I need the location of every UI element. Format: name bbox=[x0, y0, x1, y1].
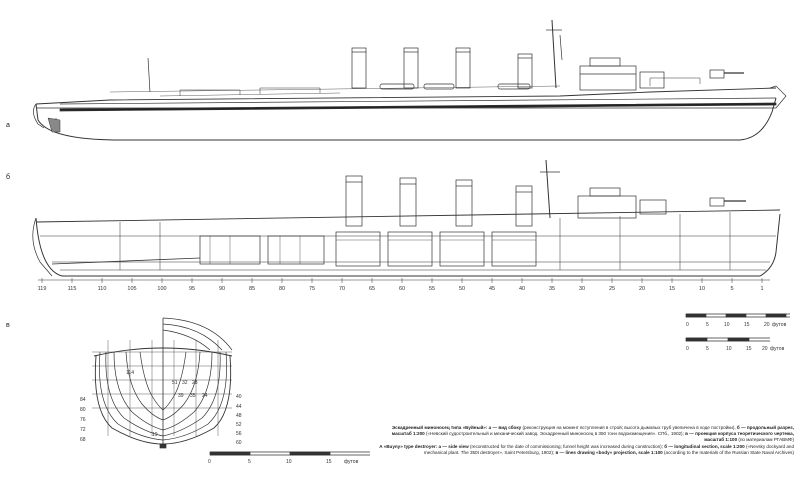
bp-bottom: 19 bbox=[152, 432, 158, 438]
frame-number: 5 bbox=[730, 286, 733, 292]
bp-right-4: 56 bbox=[236, 431, 242, 437]
caption-ru: Эскадренный миноносец типа «Буйный»: а —… bbox=[374, 425, 794, 444]
scale200-tick-1: 5 bbox=[706, 322, 709, 328]
scale200-tick-4: 20 bbox=[764, 322, 770, 328]
caption-en-bold3: в — lines drawing «body» projection, sca… bbox=[555, 449, 663, 455]
frame-number: 105 bbox=[127, 286, 136, 292]
scale100-tick-2: 10 bbox=[286, 459, 292, 465]
frame-number: 25 bbox=[609, 286, 615, 292]
frame-number: 119 bbox=[38, 286, 47, 292]
frame-number: 45 bbox=[489, 286, 495, 292]
caption-en-text3: (according to the materials of the Russi… bbox=[662, 449, 794, 455]
frame-number: 30 bbox=[579, 286, 585, 292]
frame-number: 70 bbox=[339, 286, 345, 292]
frame-number: 10 bbox=[699, 286, 705, 292]
bp-left-1: 80 bbox=[80, 407, 86, 413]
bp-lower-mid-1: 35 bbox=[190, 393, 196, 399]
frame-number: 15 bbox=[669, 286, 675, 292]
caption-ru-bold2: б — продольный разрез, масштаб 1:200 bbox=[391, 425, 794, 437]
bp-upper-left: 114 bbox=[126, 370, 134, 376]
frame-number: 60 bbox=[399, 286, 405, 292]
frame-number: 1 bbox=[760, 286, 763, 292]
frame-number: 80 bbox=[279, 286, 285, 292]
scale100b-tick-3: 15 bbox=[746, 346, 752, 352]
panel-label-c: в bbox=[6, 322, 10, 329]
bp-left-0: 84 bbox=[80, 397, 86, 403]
bp-upper-mid-1: 32 bbox=[182, 380, 188, 386]
scale200-tick-0: 0 bbox=[686, 322, 689, 328]
caption-en-text2: («Nevsky dockyard and mechanical plant. … bbox=[423, 443, 794, 455]
bp-right-5: 60 bbox=[236, 440, 242, 446]
scale200-unit: футов bbox=[772, 322, 787, 328]
frame-number: 55 bbox=[429, 286, 435, 292]
caption-en-bold1: A «Buyny» type destroyer: a — side view bbox=[379, 443, 469, 449]
bp-right-0: 40 bbox=[236, 394, 242, 400]
bp-right-3: 52 bbox=[236, 422, 242, 428]
caption-ru-text2: («Невский судостроительный и механически… bbox=[424, 431, 686, 437]
bp-left-4: 68 bbox=[80, 437, 86, 443]
bp-left-2: 76 bbox=[80, 417, 86, 423]
body-plan-drawing bbox=[92, 317, 233, 449]
frame-number: 20 bbox=[639, 286, 645, 292]
frame-number: 110 bbox=[98, 286, 107, 292]
scale100-tick-0: 0 bbox=[208, 459, 211, 465]
frame-number: 75 bbox=[309, 286, 315, 292]
frame-number: 65 bbox=[369, 286, 375, 292]
bp-right-1: 44 bbox=[236, 404, 242, 410]
frame-number: 50 bbox=[459, 286, 465, 292]
side-view-drawing bbox=[33, 19, 787, 141]
scale200-tick-3: 15 bbox=[744, 322, 750, 328]
frame-number: 100 bbox=[157, 286, 166, 292]
scale100-tick-1: 5 bbox=[248, 459, 251, 465]
scale-bar-200 bbox=[685, 313, 790, 342]
scale-bar-100 bbox=[209, 451, 370, 456]
bp-left-3: 72 bbox=[80, 427, 86, 433]
frame-number: 85 bbox=[249, 286, 255, 292]
body-plan-labels: 84 80 76 72 68 40 44 48 52 56 60 114 51 … bbox=[80, 370, 242, 446]
scale100b-tick-2: 10 bbox=[726, 346, 732, 352]
caption-ru-bold3: в — проекция корпуса теоретического черт… bbox=[685, 431, 794, 443]
figure-caption: Эскадренный миноносец типа «Буйный»: а —… bbox=[374, 425, 794, 456]
panel-label-a: а bbox=[6, 122, 10, 129]
caption-ru-bold1: Эскадренный миноносец типа «Буйный»: а —… bbox=[391, 425, 522, 430]
scale100-tick-3: 15 bbox=[326, 459, 332, 465]
caption-en: A «Buyny» type destroyer: a — side view … bbox=[374, 444, 794, 456]
panel-label-b: б bbox=[6, 174, 11, 181]
frame-number: 40 bbox=[519, 286, 525, 292]
bp-lower-mid-0: 39 bbox=[178, 393, 184, 399]
scale100b-tick-0: 0 bbox=[686, 346, 689, 352]
frame-number: 90 bbox=[219, 286, 225, 292]
caption-ru-text3: (по материалам РГАВМФ) bbox=[737, 437, 794, 443]
scale200-tick-2: 10 bbox=[724, 322, 730, 328]
scale100-unit: футов bbox=[344, 459, 359, 465]
bp-right-2: 48 bbox=[236, 413, 242, 419]
bp-upper-mid-2: 28 bbox=[192, 380, 198, 386]
caption-ru-text1: (реконструкция на момент вступления в ст… bbox=[521, 425, 737, 430]
longitudinal-section-drawing bbox=[32, 159, 781, 281]
frame-number: 115 bbox=[68, 286, 77, 292]
caption-en-text1: (reconstructed for the date of commissio… bbox=[468, 443, 665, 449]
frame-number: 35 bbox=[549, 286, 555, 292]
frame-number: 95 bbox=[189, 286, 195, 292]
caption-en-bold2: б — longitudinal section, scale 1:200 bbox=[664, 443, 745, 449]
scale100b-tick-1: 5 bbox=[706, 346, 709, 352]
bp-upper-mid-0: 51 bbox=[172, 380, 178, 386]
scale100b-tick-4: 20 bbox=[762, 346, 768, 352]
scale100b-unit: футов bbox=[770, 346, 785, 352]
bp-lower-mid-2: 24 bbox=[202, 393, 208, 399]
